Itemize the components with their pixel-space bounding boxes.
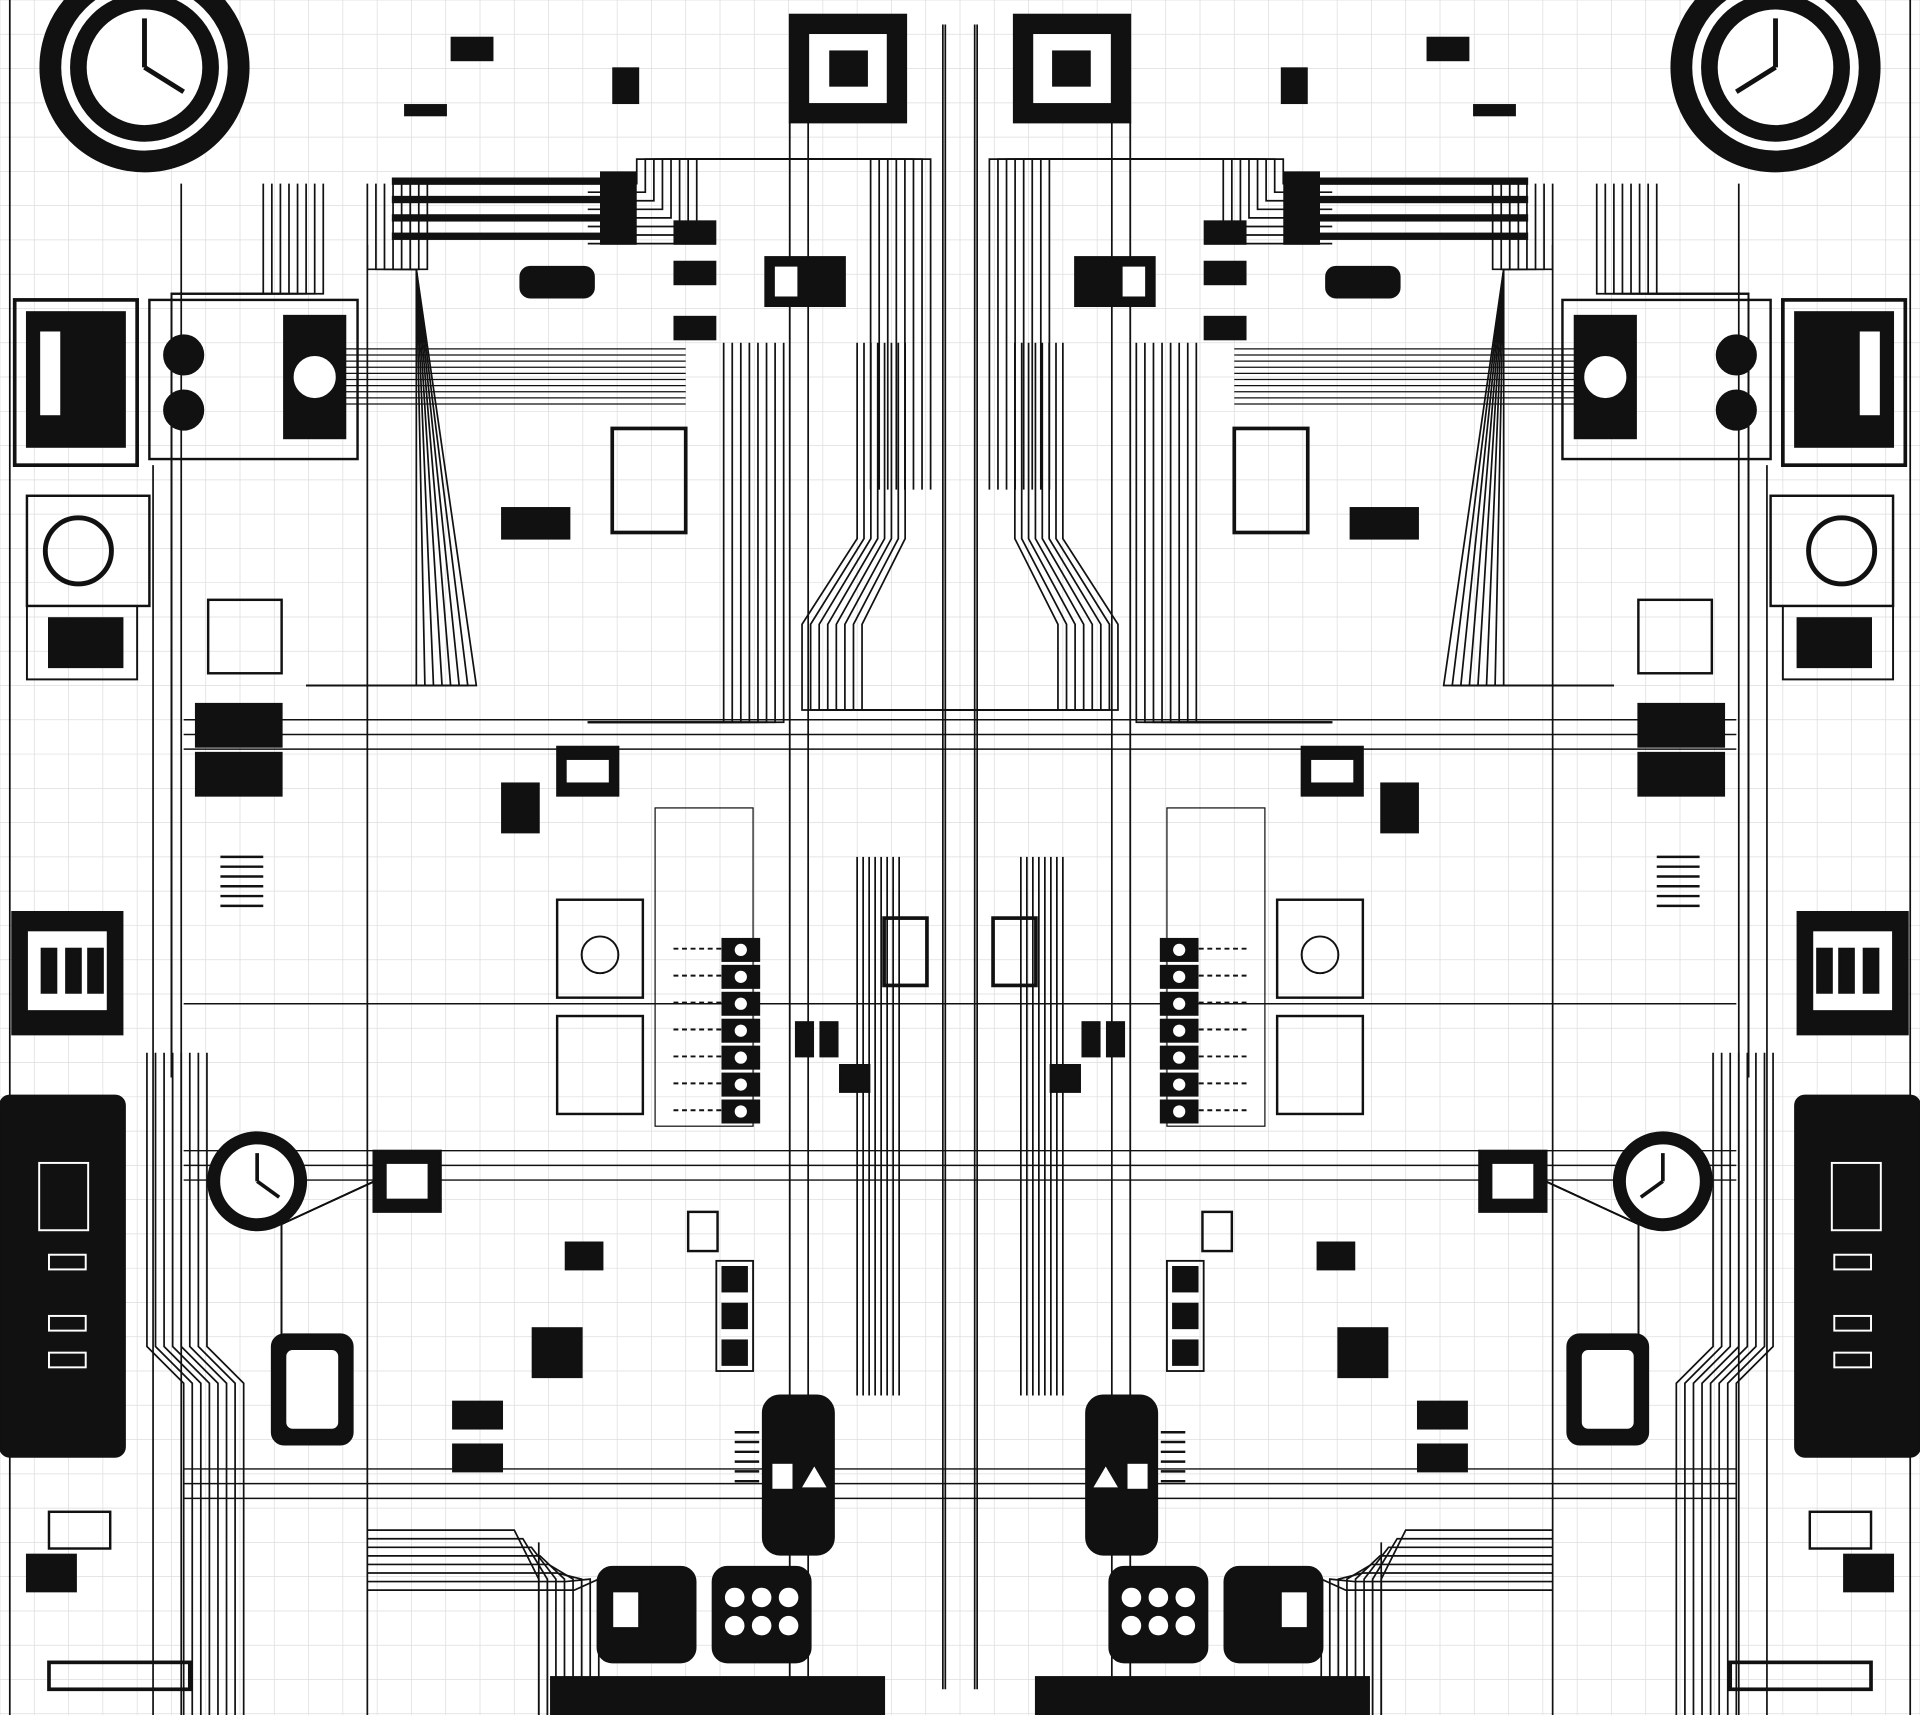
trace-line [587,158,872,490]
trace-line [367,1578,592,1715]
center-modules [686,256,929,1372]
trace-line [170,183,325,1078]
trace-line [587,158,881,490]
trace-line [367,1537,549,1715]
symbol-badge [25,494,151,681]
trace-line [154,1052,194,1715]
trace-line [163,1052,202,1715]
trace-line [171,1052,211,1715]
trace-line [367,1563,574,1715]
diode-terminal [734,997,747,1010]
trace-line [367,1546,557,1715]
diode-terminal [734,1078,747,1091]
ic-array [501,265,754,1127]
trace-line [146,1052,185,1715]
bottom-components [25,1394,886,1715]
bus-bars [391,36,717,341]
diode-column [673,937,761,1124]
control-panel [148,298,359,461]
trace-line [587,158,889,490]
connector-block [11,910,124,1036]
trace-line [587,158,906,490]
display-module [270,1333,354,1446]
diode-terminal [734,970,747,983]
diode-terminal [734,943,747,957]
trace-line [587,158,898,490]
trace-line [367,1529,540,1715]
trace-line [197,1052,236,1715]
diode-terminal [734,1105,747,1118]
trace-line [306,183,478,687]
trace-line [188,1052,228,1715]
cassette-module [12,298,139,468]
clock-gauge-small [207,1131,308,1232]
chip-top [788,13,908,124]
diode-terminal [734,1024,747,1037]
trace-line [587,342,725,724]
black-panel [0,1094,126,1458]
trace-line [180,1052,219,1715]
clock-gauge-large [39,0,250,173]
trace-line [206,1052,245,1715]
left-half-circuit [0,0,960,1715]
trace-line [861,342,960,711]
trace-line [367,1572,583,1715]
relay-blocks [194,598,604,1473]
diode-terminal [734,1051,747,1064]
